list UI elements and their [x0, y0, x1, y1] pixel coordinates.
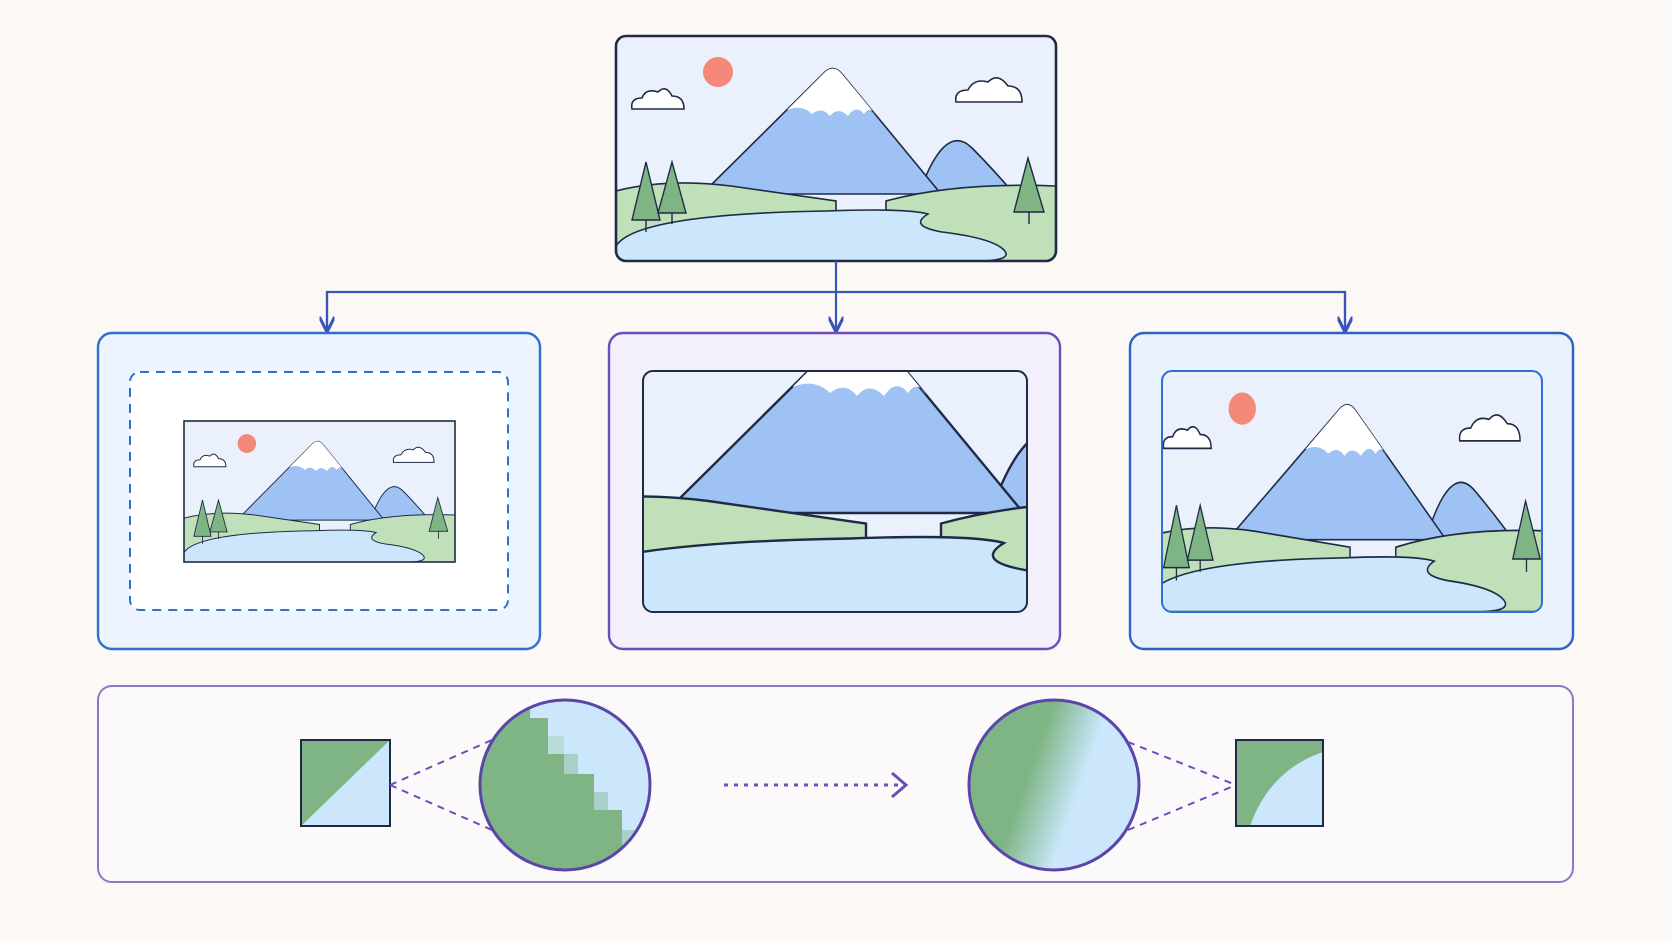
stretch-image: [1161, 370, 1543, 613]
fit-variant-panel: [96, 331, 542, 651]
edge-detail-panel: [97, 685, 1574, 883]
dotted-arrow: [724, 771, 909, 799]
source-image: [614, 34, 1058, 263]
fill-image: [642, 370, 1028, 613]
fit-image: [183, 420, 456, 563]
zoom-lines-left: [389, 739, 493, 831]
smoothed-tile: [1235, 739, 1324, 827]
zoom-lines-right: [1127, 741, 1237, 831]
fill-variant-panel: [607, 331, 1062, 651]
stretch-variant-panel: [1128, 331, 1575, 651]
pixelated-zoom-circle: [478, 698, 652, 872]
smoothed-zoom-circle: [967, 698, 1141, 872]
pixelated-tile: [300, 739, 391, 827]
connector-arrows: [327, 261, 1345, 329]
